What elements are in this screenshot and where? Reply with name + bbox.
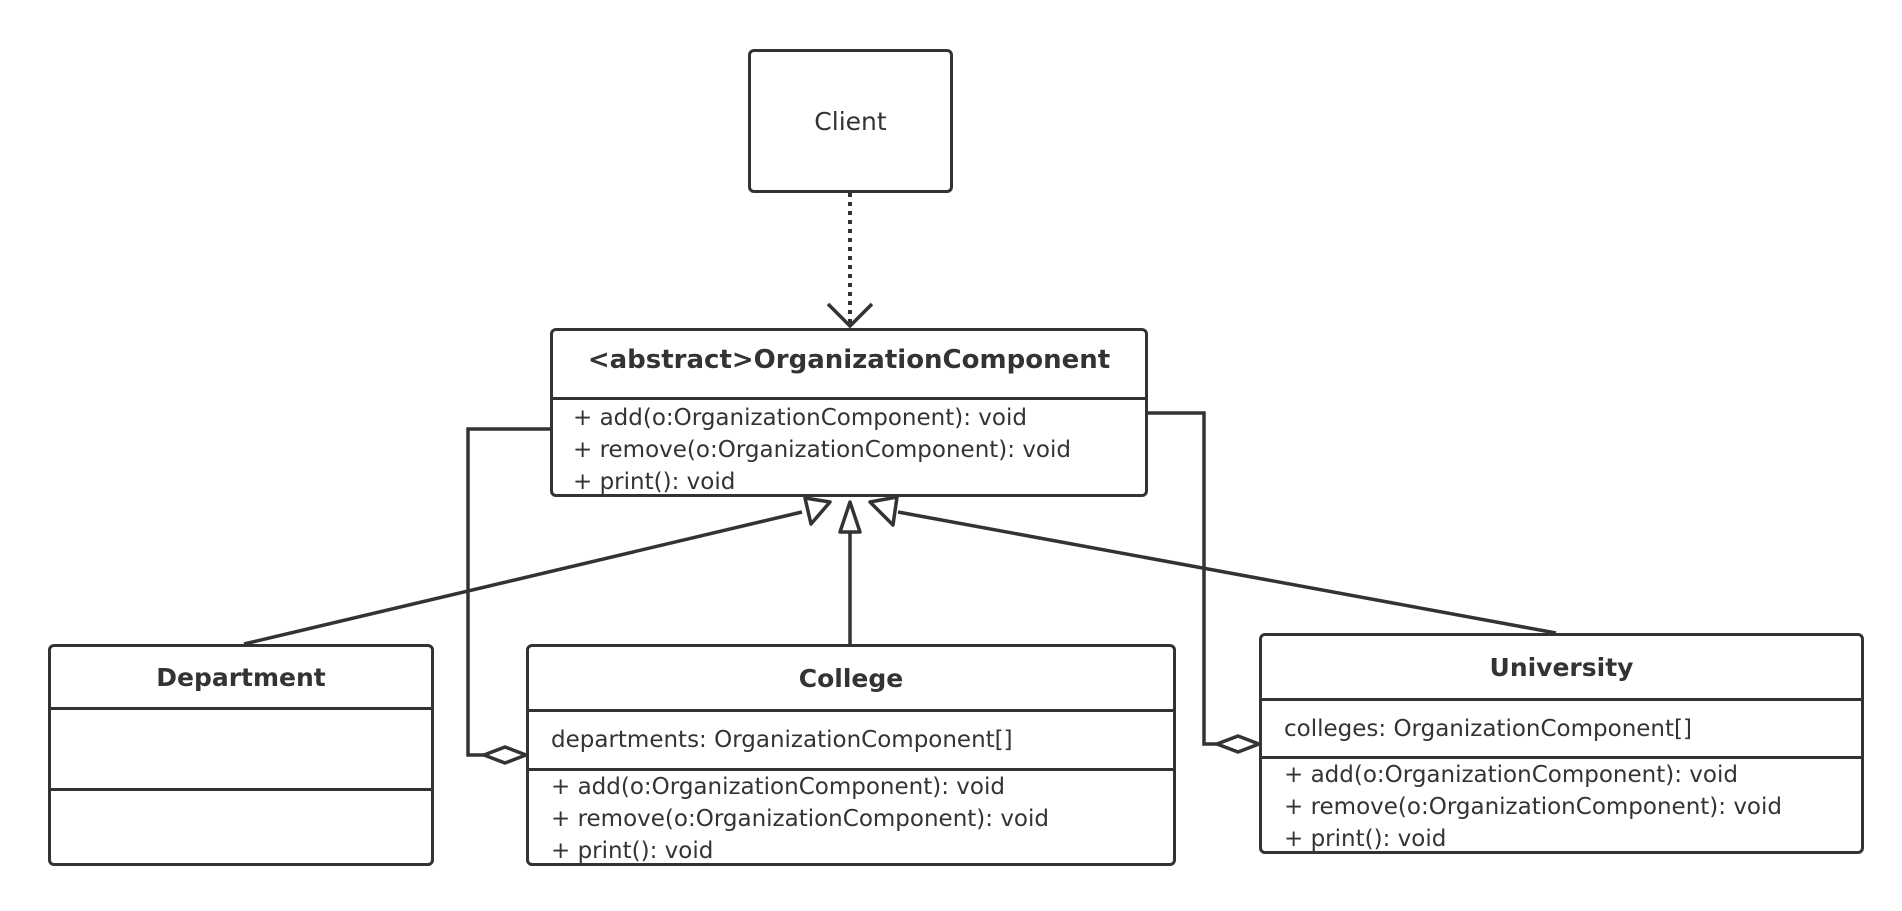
- method-add: + add(o:OrganizationComponent): void: [573, 405, 1027, 431]
- college-class-box[interactable]: College departments: OrganizationCompone…: [526, 644, 1176, 866]
- organization-component-class-name: <abstract>OrganizationComponent: [587, 345, 1111, 375]
- university-attributes: colleges: OrganizationComponent[]: [1262, 698, 1861, 756]
- client-class-box[interactable]: Client: [748, 49, 953, 193]
- department-attributes: [51, 707, 431, 788]
- dependency-client-to-component: [826, 193, 874, 329]
- client-class-name: Client: [814, 106, 887, 136]
- department-class-box[interactable]: Department: [48, 644, 434, 866]
- college-methods: + add(o:OrganizationComponent): void + r…: [529, 768, 1173, 864]
- organization-component-methods: + add(o:OrganizationComponent): void + r…: [553, 397, 1145, 495]
- method-remove: + remove(o:OrganizationComponent): void: [1284, 794, 1782, 820]
- method-print: + print(): void: [1284, 826, 1447, 852]
- college-class-name: College: [798, 663, 904, 693]
- method-remove: + remove(o:OrganizationComponent): void: [551, 806, 1049, 832]
- aggregation-college-departments: [466, 427, 550, 765]
- organization-component-class-box[interactable]: <abstract>OrganizationComponent + add(o:…: [550, 328, 1148, 497]
- attribute-colleges: colleges: OrganizationComponent[]: [1284, 715, 1692, 742]
- method-print: + print(): void: [573, 469, 736, 495]
- university-class-box[interactable]: University colleges: OrganizationCompone…: [1259, 633, 1864, 854]
- college-attributes: departments: OrganizationComponent[]: [529, 709, 1173, 768]
- generalization-college: [838, 500, 862, 644]
- generalization-department: [243, 496, 832, 646]
- department-methods: [51, 788, 431, 863]
- method-add: + add(o:OrganizationComponent): void: [551, 774, 1005, 800]
- university-methods: + add(o:OrganizationComponent): void + r…: [1262, 756, 1861, 852]
- department-class-name: Department: [156, 662, 326, 692]
- method-remove: + remove(o:OrganizationComponent): void: [573, 437, 1071, 463]
- generalization-university: [868, 495, 1557, 635]
- method-add: + add(o:OrganizationComponent): void: [1284, 762, 1738, 788]
- university-class-name: University: [1489, 652, 1634, 682]
- method-print: + print(): void: [551, 838, 714, 864]
- attribute-departments: departments: OrganizationComponent[]: [551, 727, 1013, 753]
